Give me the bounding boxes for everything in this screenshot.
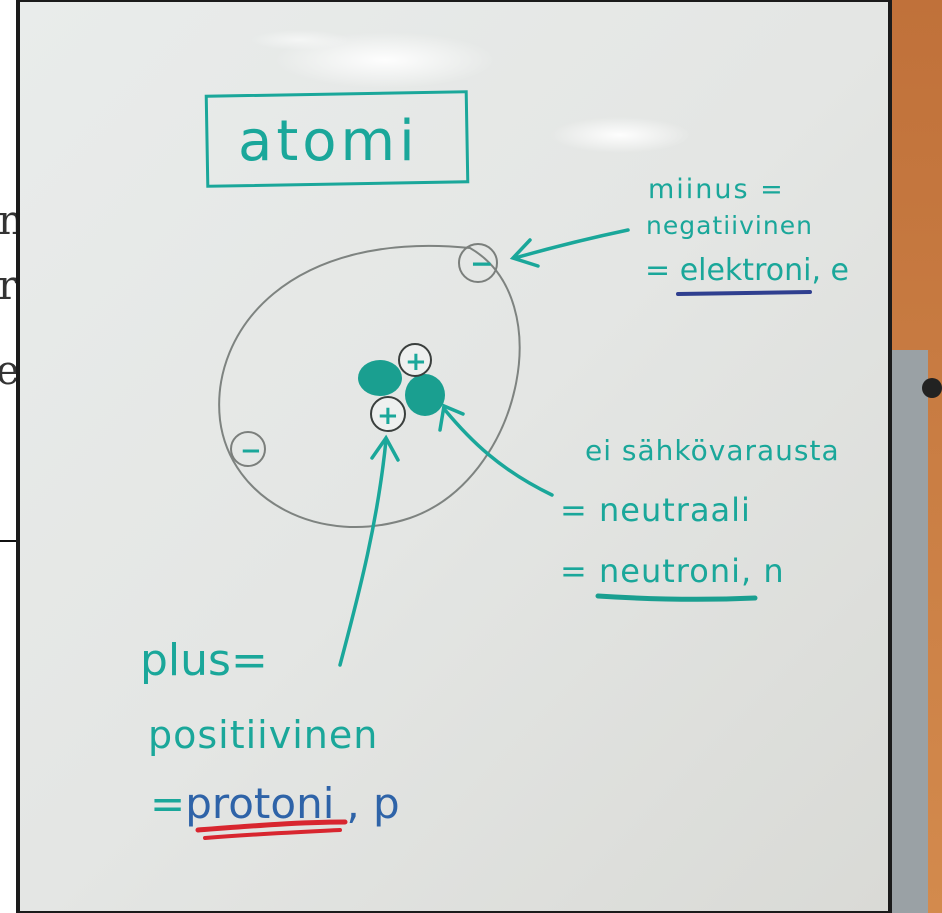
minus-symbol: − bbox=[240, 436, 262, 466]
frame-knob bbox=[922, 378, 942, 398]
neutron-word: neutroni bbox=[599, 552, 741, 590]
board-frame-right bbox=[888, 350, 928, 913]
neutron-line1: = neutraali bbox=[560, 491, 751, 529]
svg-text:+: + bbox=[405, 347, 427, 377]
proton-word: protoni bbox=[185, 779, 334, 828]
proton-line1: plus= bbox=[140, 635, 268, 686]
proton-suffix: , p bbox=[346, 779, 399, 828]
light-glare bbox=[550, 117, 690, 153]
electron-orbit bbox=[218, 245, 521, 528]
title-text: atomi bbox=[238, 109, 419, 174]
proton-underline bbox=[195, 819, 348, 833]
whiteboard bbox=[18, 0, 890, 913]
neutron-suffix: , n bbox=[741, 552, 785, 590]
electron-underline bbox=[676, 290, 812, 296]
light-glare bbox=[250, 30, 350, 50]
electron-top: − bbox=[458, 243, 498, 283]
background-document bbox=[0, 0, 20, 913]
electron-line3: = elektroni, e bbox=[645, 253, 849, 288]
neutron-underline bbox=[595, 593, 758, 602]
electron-line1: miinus = bbox=[648, 174, 785, 205]
minus-symbol: − bbox=[470, 247, 493, 280]
arrow-neutron bbox=[438, 403, 554, 497]
background-letter: e bbox=[0, 348, 20, 394]
proton-prefix: = bbox=[150, 779, 185, 828]
proton-line3: =protoni, p bbox=[150, 779, 400, 828]
arrow-electron bbox=[509, 228, 630, 268]
nucleus: + + bbox=[358, 343, 445, 432]
arrow-proton bbox=[338, 434, 400, 667]
neutron-note: ei sähkövarausta bbox=[585, 434, 840, 467]
electron-prefix: = bbox=[645, 253, 680, 288]
electron-left: − bbox=[230, 431, 266, 467]
proton: + bbox=[398, 343, 432, 377]
electron-word: elektroni bbox=[680, 253, 812, 288]
neutron bbox=[358, 360, 402, 396]
background-letter: r bbox=[0, 263, 18, 309]
electron-suffix: , e bbox=[811, 253, 849, 288]
whiteboard-border bbox=[16, 0, 892, 913]
title-box bbox=[204, 90, 470, 188]
svg-text:+: + bbox=[377, 401, 399, 431]
electron-line2: negatiivinen bbox=[646, 211, 813, 240]
proton-line2: positiivinen bbox=[148, 713, 378, 757]
proton: + bbox=[370, 396, 406, 432]
proton-underline bbox=[203, 828, 342, 840]
neutron-line2: = neutroni, n bbox=[560, 552, 785, 590]
neutron bbox=[405, 374, 445, 416]
neutron-prefix: = bbox=[560, 552, 599, 590]
